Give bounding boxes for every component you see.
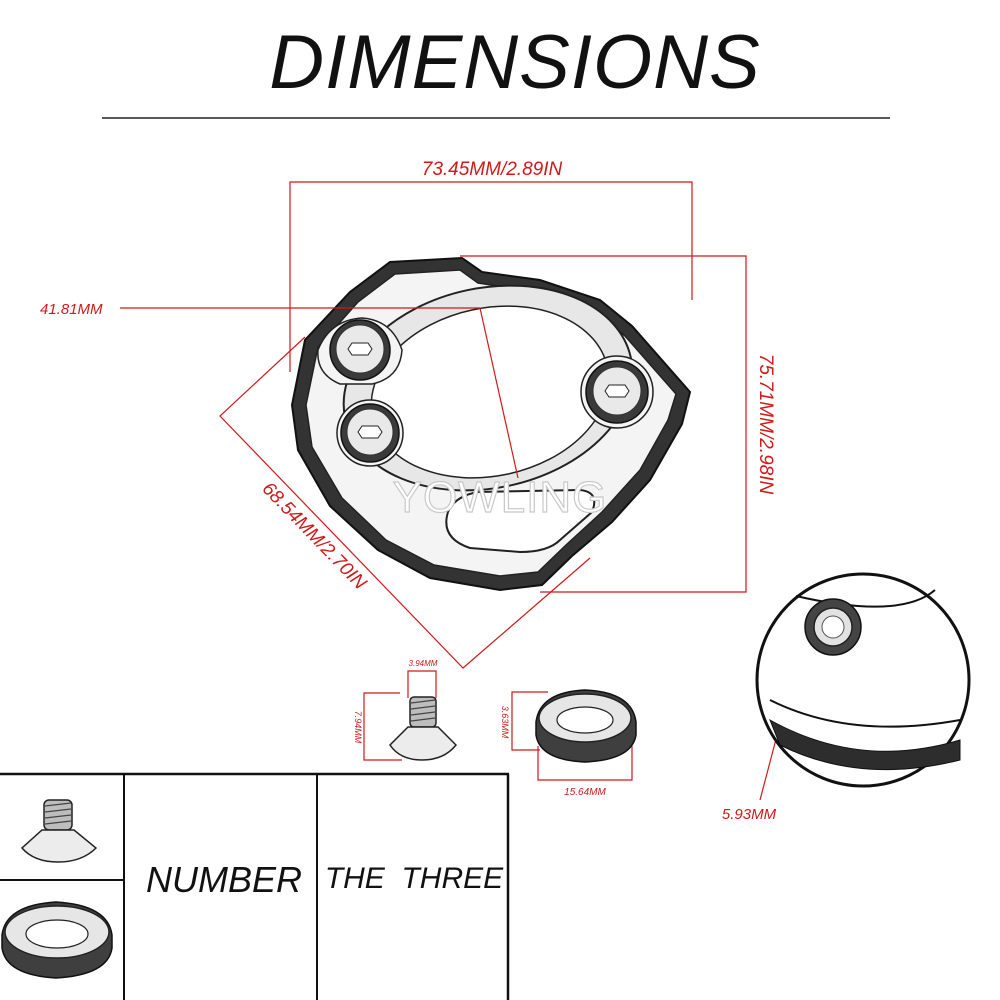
dim-line-bolt-length: [363, 692, 402, 761]
label-thread-hole: 5.93MM: [722, 806, 777, 823]
label-bolt-head: 3.94MM: [409, 659, 438, 668]
dim-line-washer-diameter: [537, 746, 633, 781]
stand-plate: [290, 256, 692, 592]
threaded-hole-core: [821, 615, 845, 639]
dim-line-washer-height: [511, 691, 548, 751]
label-top-width: 73.45MM/2.89IN: [422, 159, 563, 180]
small-bolt: [389, 696, 458, 761]
table-bolt-thumbnail: [20, 799, 98, 863]
label-right-height: 75.71MM/2.98IN: [755, 354, 776, 495]
hex-socket-icon: [604, 384, 630, 398]
table-header-quantity: THE THREE: [325, 862, 504, 895]
zoom-lower-curve: [769, 699, 961, 728]
table-washer-thumbnail: [1, 901, 113, 979]
label-washer-diameter: 15.64MM: [564, 787, 606, 798]
washer: [535, 689, 637, 763]
label-bolt-length: 7.94MM: [353, 711, 363, 744]
table-header-number: NUMBER: [146, 859, 302, 900]
dim-line-bolt-head: [407, 670, 437, 698]
dim-line-top-width: [289, 181, 693, 372]
diagram-title: DIMENSIONS: [269, 20, 760, 105]
zoom-edge-curve: [795, 589, 936, 608]
dim-line-diagonal: [219, 336, 591, 669]
hex-socket-icon: [347, 342, 373, 356]
parts-table: NUMBER THE THREE: [0, 772, 510, 1000]
washer-hole: [556, 706, 614, 734]
zoom-dark-band: [769, 718, 961, 771]
bolt-thread-lines: [410, 699, 436, 722]
bolt-countersunk-head: [389, 726, 458, 761]
label-inner-diameter: 41.81MM: [40, 301, 103, 318]
dim-line-right-height: [460, 255, 747, 593]
plate-slot: [445, 488, 596, 554]
watermark: YOWLING: [393, 473, 608, 522]
dim-line-inner-diameter-span: [479, 307, 519, 479]
label-washer-height: 3.63MM: [500, 706, 510, 739]
detail-zoom: [755, 572, 971, 788]
hex-socket-icon: [357, 425, 383, 439]
